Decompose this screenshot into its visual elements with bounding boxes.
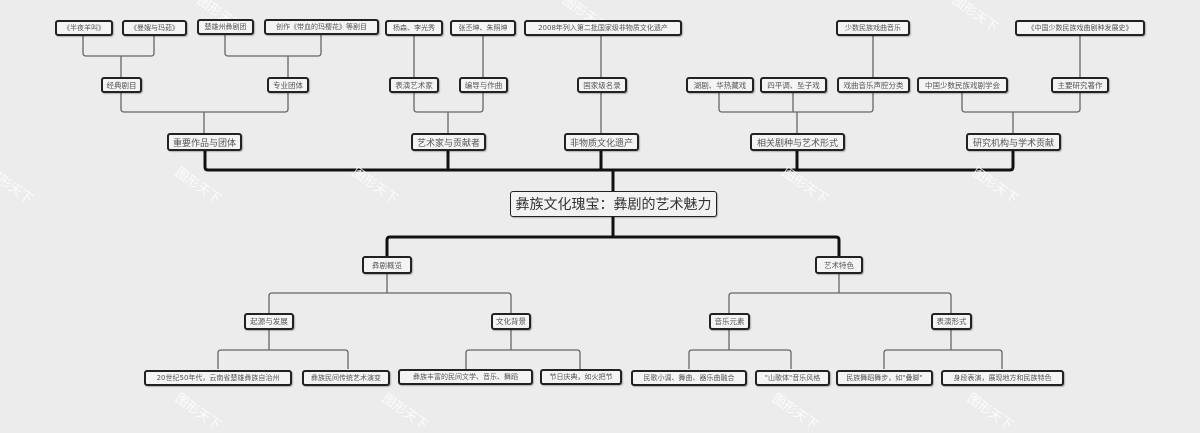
- leaf-node[interactable]: 民歌小调、舞曲、器乐曲融合: [631, 370, 747, 386]
- topic-node[interactable]: 文化背景: [491, 313, 531, 330]
- leaf-node[interactable]: 20世纪50年代，云南省楚雄彝族自治州: [144, 370, 292, 386]
- topic-node[interactable]: 经典剧目: [101, 77, 142, 93]
- branch-node-artists[interactable]: 艺术家与贡献者: [411, 133, 486, 151]
- topic-node[interactable]: 音乐元素: [709, 313, 750, 330]
- root-node[interactable]: 彝族文化瑰宝：彝剧的艺术魅力: [510, 191, 717, 217]
- leaf-node[interactable]: 2008年列入第二批国家级非物质文化遗产: [524, 20, 682, 36]
- branch-node-important-works[interactable]: 重要作品与团体: [167, 133, 242, 151]
- leaf-node[interactable]: "山歌体"音乐风格: [755, 370, 830, 386]
- leaf-node[interactable]: 《半夜羊叫》: [55, 20, 113, 36]
- topic-node[interactable]: 主要研究著作: [1051, 77, 1109, 93]
- topic-node[interactable]: 起源与发展: [244, 313, 294, 330]
- leaf-node[interactable]: 《中国少数民族戏曲剧种发展史》: [1015, 20, 1145, 36]
- topic-node[interactable]: 表演形式: [931, 313, 972, 330]
- leaf-node[interactable]: 彝族丰富的民间文学、音乐、舞蹈: [398, 369, 533, 385]
- mind-map-canvas: 图形天下 图形天下 图形天下 图形天下 图形天下 图形天下 图形天下 图形天下 …: [0, 0, 1145, 433]
- topic-node[interactable]: 四平调、坠子戏: [760, 77, 827, 93]
- topic-node[interactable]: 戏曲音乐声腔分类: [837, 77, 910, 93]
- connector-lines: [82, 35, 1081, 369]
- topic-node[interactable]: 编导与作曲: [459, 77, 508, 93]
- branch-node-research[interactable]: 研究机构与学术贡献: [966, 133, 1061, 151]
- topic-node[interactable]: 湖剧、华热藏戏: [686, 77, 754, 93]
- topic-node[interactable]: 专业团体: [267, 77, 309, 93]
- leaf-node[interactable]: 张丕坤、朱照坤: [450, 20, 516, 36]
- leaf-node[interactable]: 《曼嫂与玛茹》: [122, 20, 187, 36]
- leaf-node[interactable]: 节日庆典，如火把节: [540, 369, 622, 385]
- leaf-node[interactable]: 少数民族戏曲音乐: [836, 20, 910, 36]
- branch-node-overview[interactable]: 彝剧概览: [362, 256, 412, 274]
- leaf-node[interactable]: 杨森、李光秀: [385, 20, 443, 36]
- branch-node-intangible-heritage[interactable]: 非物质文化遗产: [564, 133, 639, 151]
- leaf-node[interactable]: 楚雄州彝剧团: [197, 19, 254, 35]
- topic-node[interactable]: 中国少数民族戏剧学会: [917, 77, 1008, 93]
- branch-node-artistic-features[interactable]: 艺术特色: [815, 256, 863, 274]
- leaf-node[interactable]: 民族舞蹈舞步，如"叠脚": [836, 370, 933, 386]
- leaf-node[interactable]: 身段表演，展现地方和民族特色: [941, 370, 1064, 386]
- topic-node[interactable]: 国家级名录: [577, 77, 627, 93]
- branch-node-related-genres[interactable]: 相关剧种与艺术形式: [750, 133, 845, 151]
- topic-node[interactable]: 表演艺术家: [389, 77, 439, 93]
- leaf-node[interactable]: 彝族民间传统艺术演变: [302, 370, 390, 386]
- leaf-node[interactable]: 创作《带血的玛樱花》等剧目: [264, 19, 379, 35]
